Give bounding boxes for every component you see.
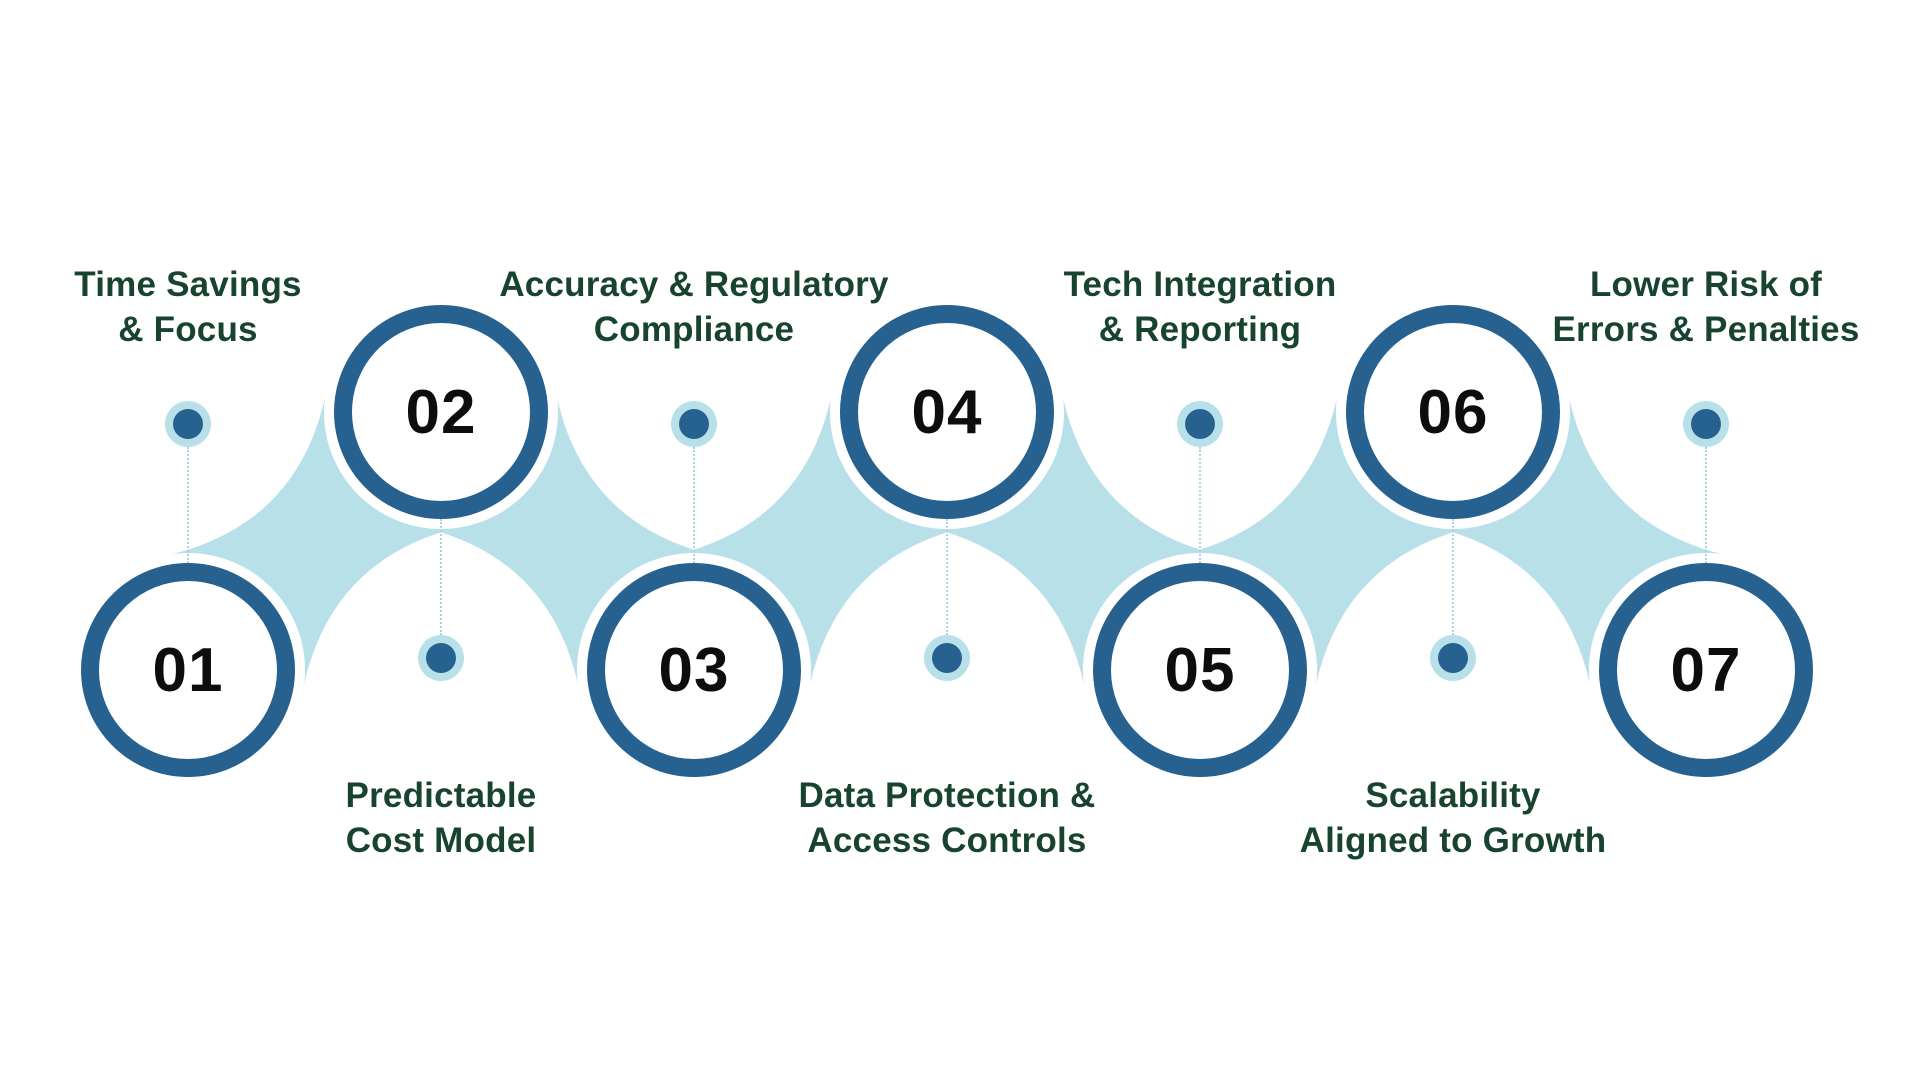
step-circle: 03	[587, 563, 801, 777]
step-label: Predictable Cost Model	[345, 776, 537, 860]
step-number: 05	[1164, 635, 1236, 705]
step-label: Accuracy & Regulatory Compliance	[499, 265, 889, 349]
step-label: Data Protection & Access Controls	[798, 776, 1096, 860]
step-number: 03	[658, 635, 730, 705]
step-circle: 07	[1599, 563, 1813, 777]
timeline-dot	[1430, 635, 1476, 681]
timeline-dot	[1177, 401, 1223, 447]
step-label: Scalability Aligned to Growth	[1299, 776, 1607, 860]
step-number: 04	[911, 377, 983, 447]
step-number: 02	[405, 377, 477, 447]
dotted-connector-line	[693, 447, 695, 563]
timeline-dot-core	[1438, 643, 1468, 673]
step-number: 06	[1417, 377, 1489, 447]
timeline-dot-core	[679, 409, 709, 439]
step-circle: 01	[81, 563, 295, 777]
timeline-dot-core	[1185, 409, 1215, 439]
step-label: Tech Integration & Reporting	[1063, 265, 1337, 349]
dotted-connector-line	[1199, 447, 1201, 563]
timeline-dot-core	[426, 643, 456, 673]
dotted-connector-line	[187, 447, 189, 563]
timeline-dot	[165, 401, 211, 447]
timeline-dot-core	[1691, 409, 1721, 439]
dotted-connector-line	[440, 519, 442, 635]
timeline-dot	[1683, 401, 1729, 447]
step-label: Time Savings & Focus	[74, 265, 302, 349]
dotted-connector-line	[1452, 519, 1454, 635]
ribbon-connector-path	[172, 398, 1722, 684]
timeline-dot-core	[932, 643, 962, 673]
step-label: Lower Risk of Errors & Penalties	[1552, 265, 1860, 349]
timeline-dot	[418, 635, 464, 681]
step-number: 01	[152, 635, 224, 705]
step-circle: 05	[1093, 563, 1307, 777]
timeline-dot	[924, 635, 970, 681]
dotted-connector-line	[1705, 447, 1707, 563]
timeline-dot	[671, 401, 717, 447]
timeline-dot-core	[173, 409, 203, 439]
dotted-connector-line	[946, 519, 948, 635]
step-number: 07	[1670, 635, 1742, 705]
